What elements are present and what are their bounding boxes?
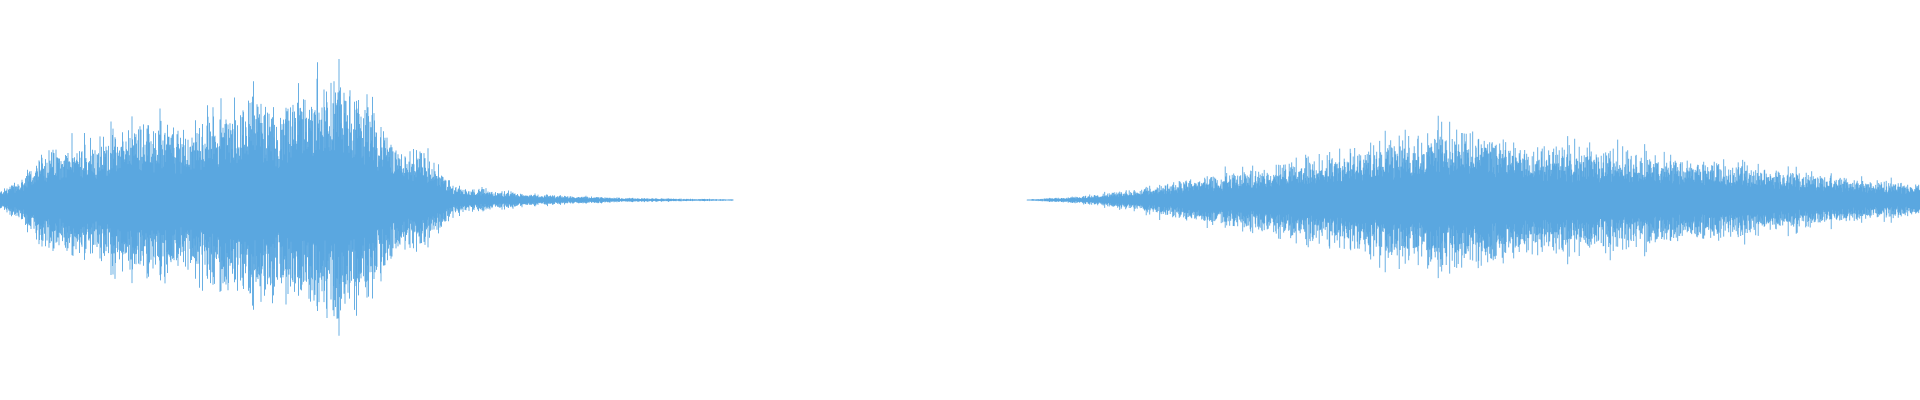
waveform-segments (0, 59, 1920, 336)
waveform-clip-1[interactable] (0, 59, 734, 336)
waveform-path (0, 59, 734, 336)
waveform-path (1026, 115, 1920, 279)
waveform-clip-2[interactable] (1026, 115, 1920, 279)
